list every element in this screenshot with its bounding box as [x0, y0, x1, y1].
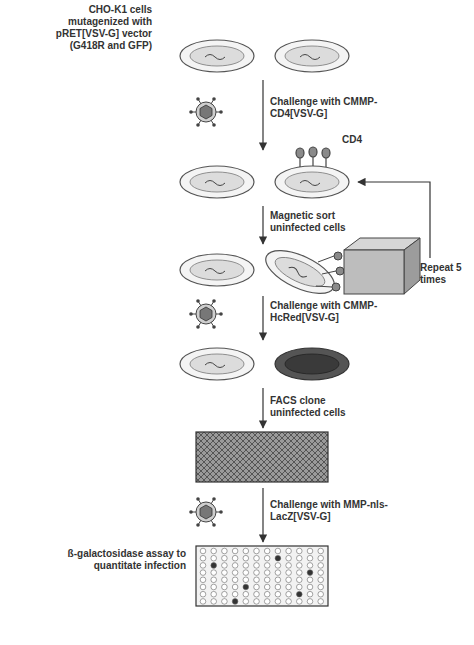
step-heading: CHO-K1 cells mutagenized with pRET[VSV-G…	[40, 4, 152, 52]
step-label: Magnetic sort uninfected cells	[270, 210, 360, 234]
step-label: FACS clone uninfected cells	[270, 395, 360, 419]
part-label: CD4	[342, 134, 382, 146]
step-label: Challenge with CMMP-HcRed[VSV-G]	[270, 300, 400, 324]
loop-label: Repeat 5 times	[420, 262, 466, 286]
step-label: Challenge with CMMP-CD4[VSV-G]	[270, 96, 395, 120]
result-label: ß-galactosidase assay to quantitate infe…	[18, 548, 186, 572]
step-label: Challenge with MMP-nls-LacZ[VSV-G]	[270, 499, 405, 523]
